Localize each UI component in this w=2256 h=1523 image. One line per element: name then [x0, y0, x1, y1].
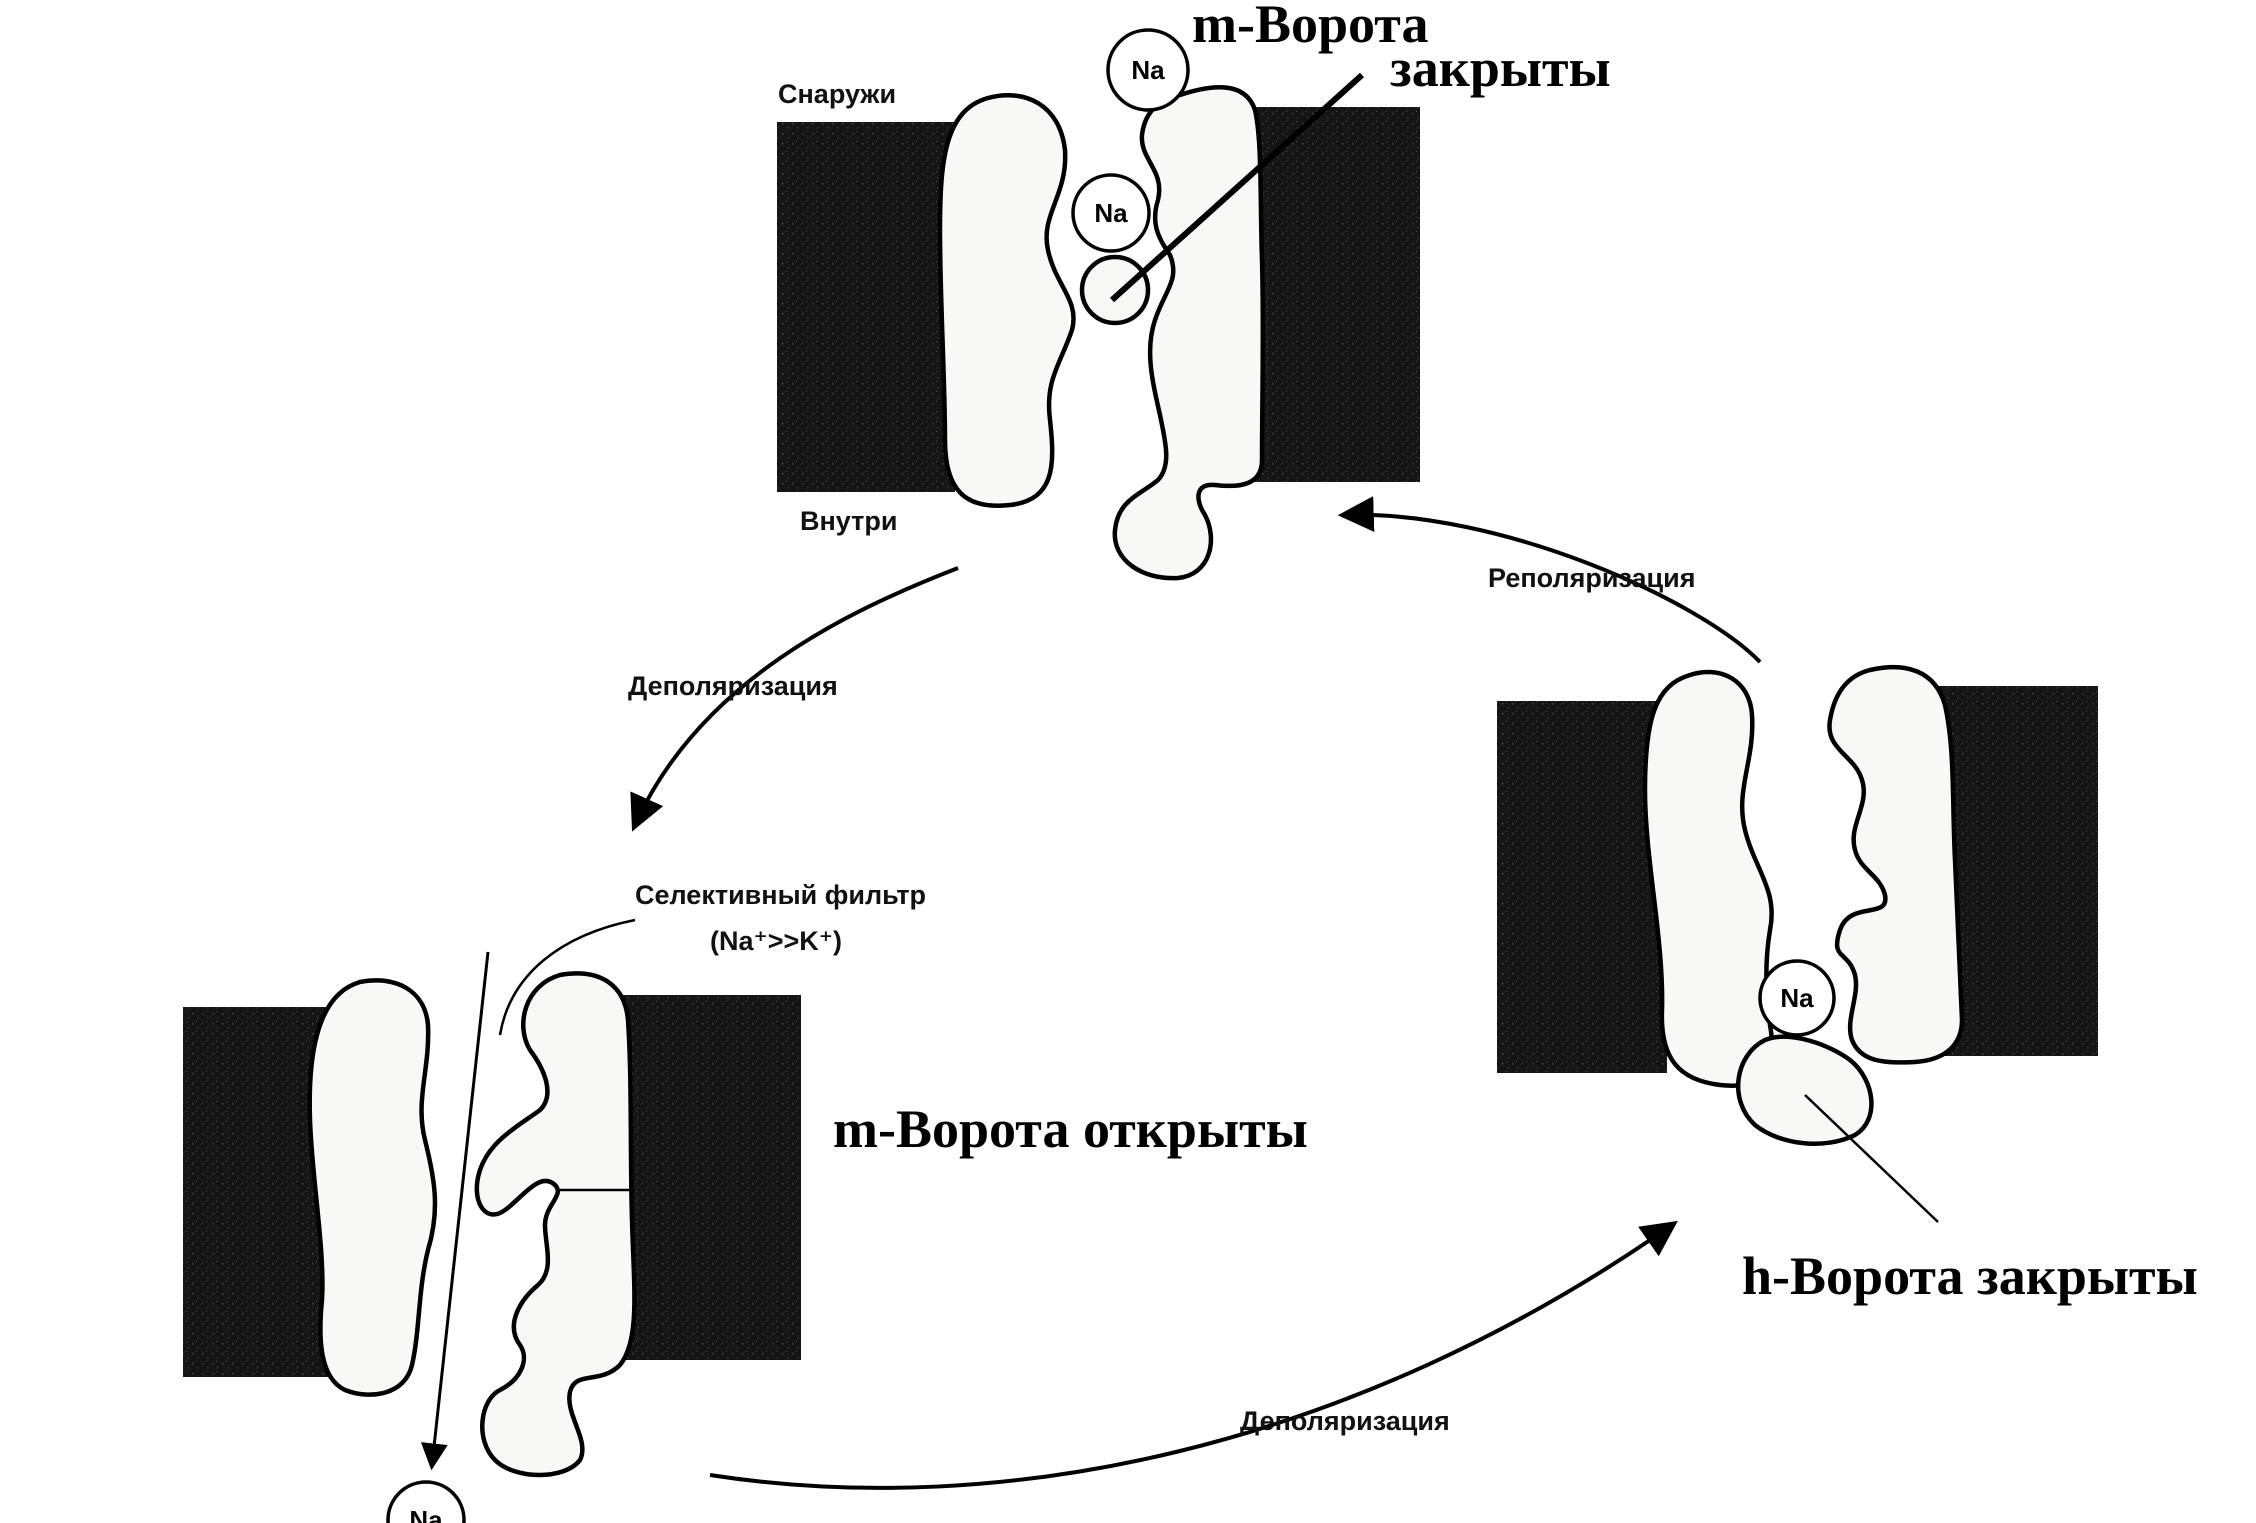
- channel-subunit-right-right: [1827, 664, 1965, 1065]
- channel-inactivated-state: Na: [1497, 664, 2098, 1223]
- closed-label: закрыты: [1390, 38, 1611, 98]
- na-ion-right-bound: [1758, 959, 1836, 1037]
- m-gate-particle: [1079, 254, 1151, 326]
- inside-label: Внутри: [800, 506, 897, 536]
- m-gate-open-label: m-Ворота открыты: [833, 1099, 1308, 1159]
- membrane-left-right: [1497, 701, 1667, 1073]
- channel-subunit-left-bottom: [307, 978, 438, 1397]
- repolarization-arc: [1337, 496, 1762, 664]
- repolarization-label: Реполяризация: [1488, 563, 1696, 593]
- h-gate-closed-label: h-Ворота закрыты: [1742, 1246, 2198, 1306]
- channel-subunit-right-bottom: [474, 971, 637, 1478]
- membrane-left-top: [777, 122, 955, 492]
- channel-subunit-left-top: [937, 93, 1076, 508]
- selective-filter-leader: [498, 918, 636, 1036]
- channel-activated-state: Na: [183, 918, 801, 1523]
- channel-subunit-right-top: [1112, 85, 1266, 581]
- m-gate-title: m-Ворота: [1192, 0, 1429, 54]
- na-ion-top-lower: [1071, 173, 1151, 253]
- depolarization-arc-left: [630, 566, 959, 832]
- m-gate-closed-pointer: [1109, 72, 1365, 303]
- outside-label: Снаружи: [778, 79, 896, 109]
- na-flow-arrow: [420, 951, 490, 1471]
- na-ion-bottom-exit: [386, 1480, 466, 1523]
- na-ion-bottom-exit-label: Na: [409, 1505, 443, 1523]
- depolarization-label-bottom: Деполяризация: [1240, 1406, 1450, 1436]
- membrane-right-bottom: [623, 995, 801, 1360]
- membrane-right-top: [1245, 107, 1420, 482]
- h-gate-particle: [1735, 1034, 1874, 1146]
- na-ion-top-upper-label: Na: [1131, 55, 1165, 85]
- na-ion-top-upper: [1106, 28, 1190, 112]
- channel-subunit-left-right: [1642, 669, 1775, 1088]
- na-ion-right-bound-label: Na: [1780, 983, 1814, 1013]
- h-gate-leader: [1804, 1094, 1939, 1223]
- channel-resting-state: Na Na: [777, 28, 1420, 581]
- selective-filter-label: Селективный фильтр: [635, 880, 926, 910]
- selective-filter-formula: (Na⁺>>K⁺): [710, 926, 842, 956]
- depolarization-arc-bottom: [709, 1220, 1678, 1490]
- depolarization-label-left: Деполяризация: [628, 671, 838, 701]
- na-ion-top-lower-label: Na: [1094, 198, 1128, 228]
